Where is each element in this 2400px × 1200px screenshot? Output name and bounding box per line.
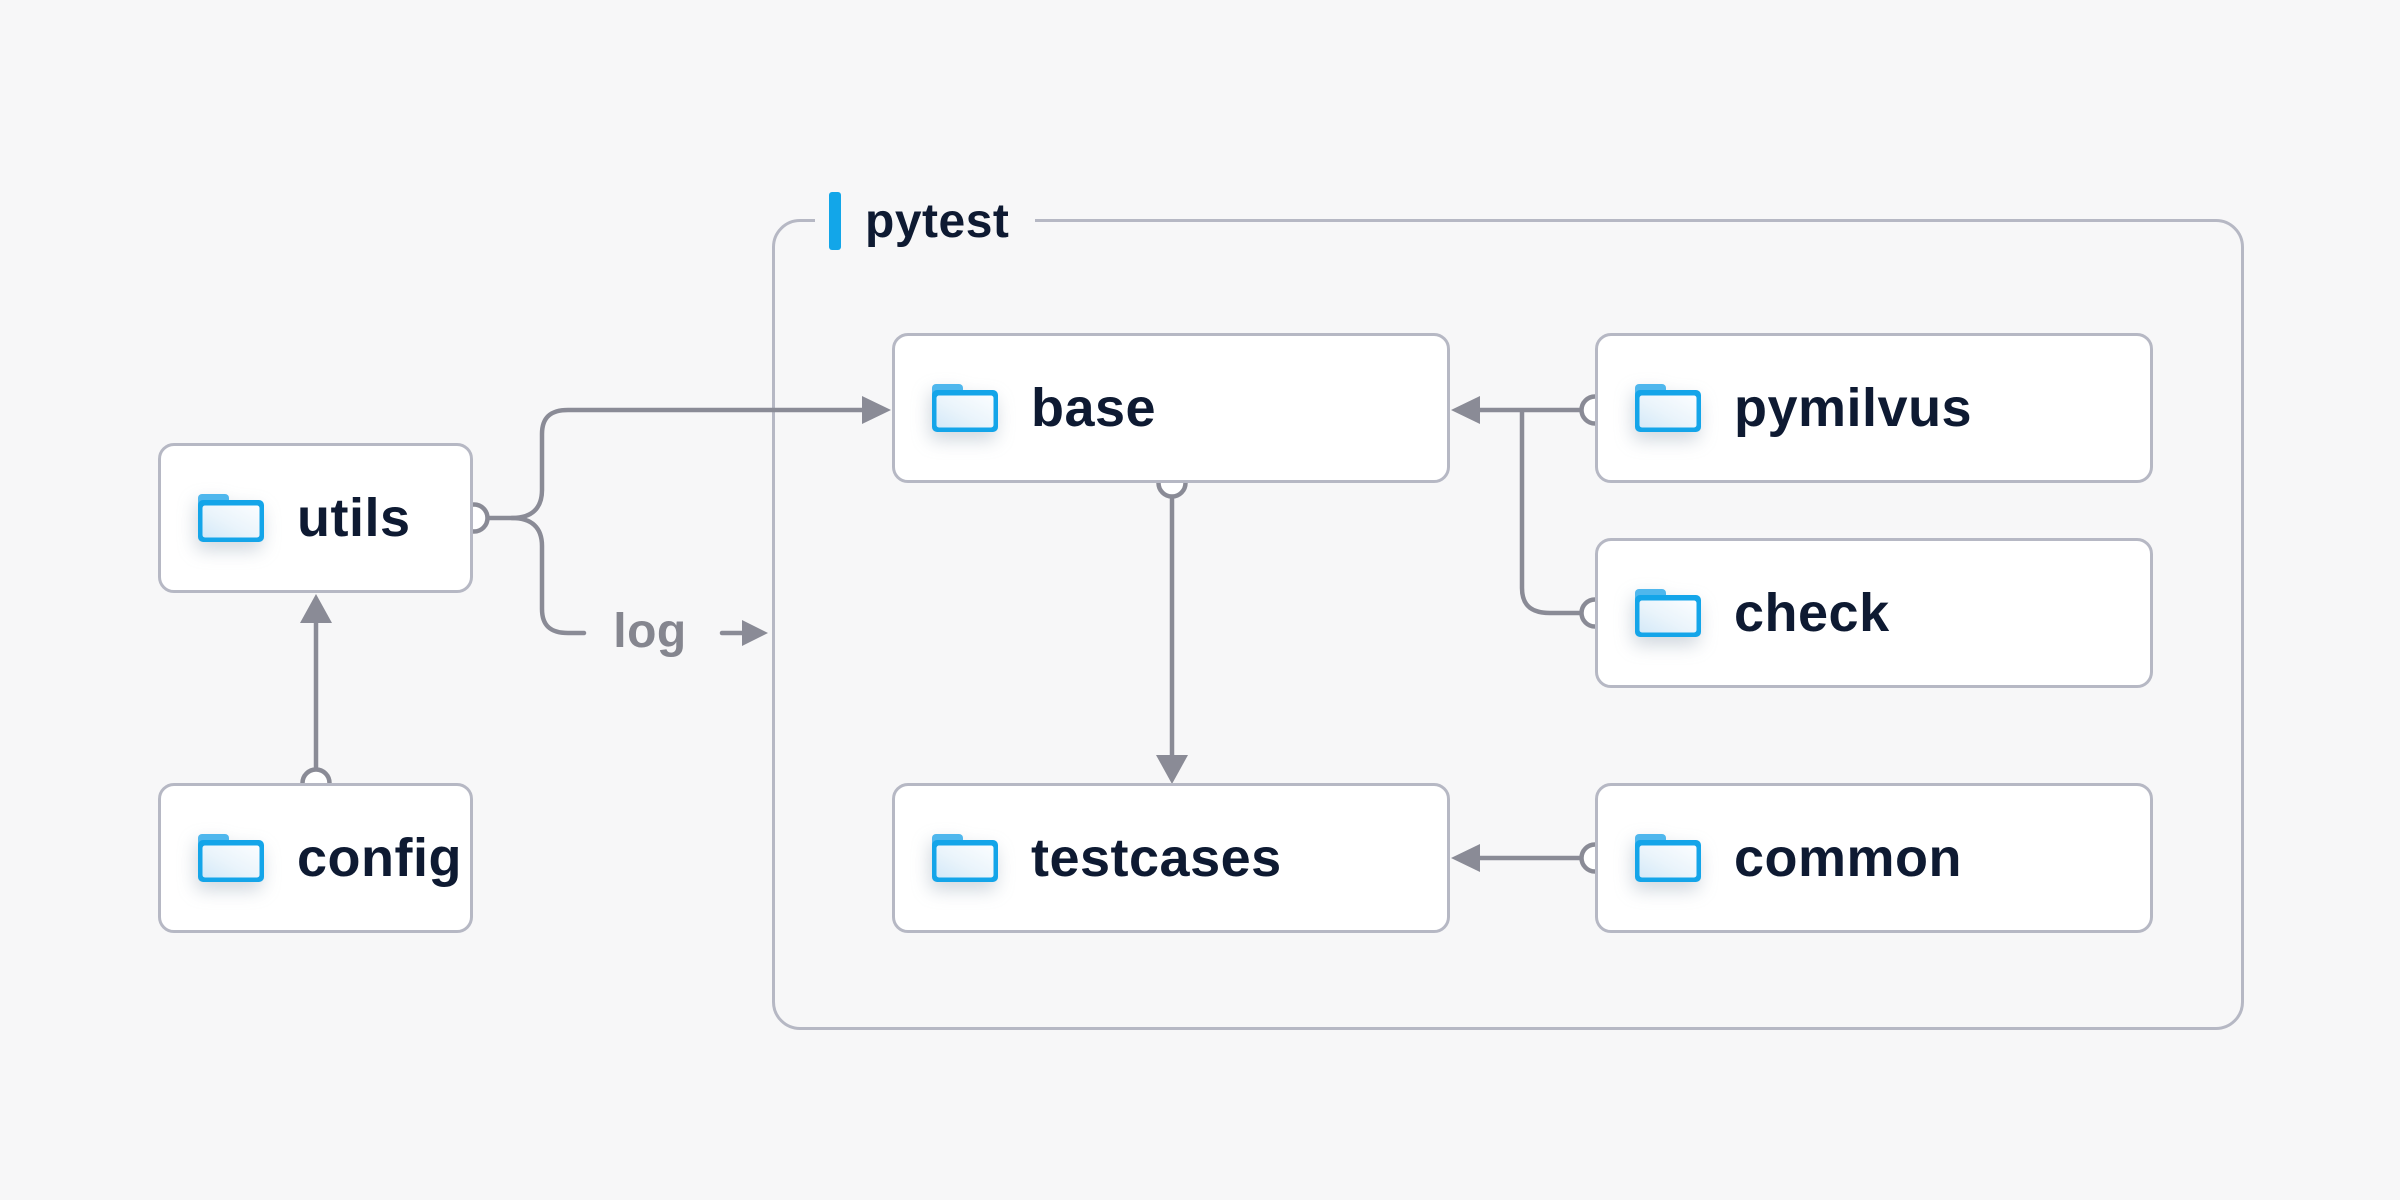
node-label: pymilvus — [1734, 378, 1973, 438]
node-config: config — [158, 783, 473, 933]
node-label: check — [1734, 583, 1890, 643]
edge-config-utils — [300, 594, 332, 799]
folder-icon — [1635, 834, 1701, 882]
node-label: config — [297, 828, 462, 888]
node-label: base — [1031, 378, 1157, 438]
node-testcases: testcases — [892, 783, 1450, 933]
node-check: check — [1595, 538, 2153, 688]
node-common: common — [1595, 783, 2153, 933]
folder-icon — [1635, 384, 1701, 432]
accent-bar — [829, 192, 841, 250]
pytest-group: pytest — [772, 189, 2244, 1030]
node-pymilvus: pymilvus — [1595, 333, 2153, 483]
node-base: base — [892, 333, 1450, 483]
node-label: common — [1734, 828, 1963, 888]
folder-icon — [198, 494, 264, 542]
pytest-group-title: pytest — [865, 194, 1010, 248]
node-label: utils — [297, 488, 411, 548]
pytest-group-label: pytest — [815, 189, 1036, 253]
folder-icon — [932, 834, 998, 882]
node-utils: utils — [158, 443, 473, 593]
node-label: testcases — [1031, 828, 1282, 888]
folder-icon — [932, 384, 998, 432]
log-edge-label: log — [613, 605, 687, 658]
folder-icon — [198, 834, 264, 882]
folder-icon — [1635, 589, 1701, 637]
